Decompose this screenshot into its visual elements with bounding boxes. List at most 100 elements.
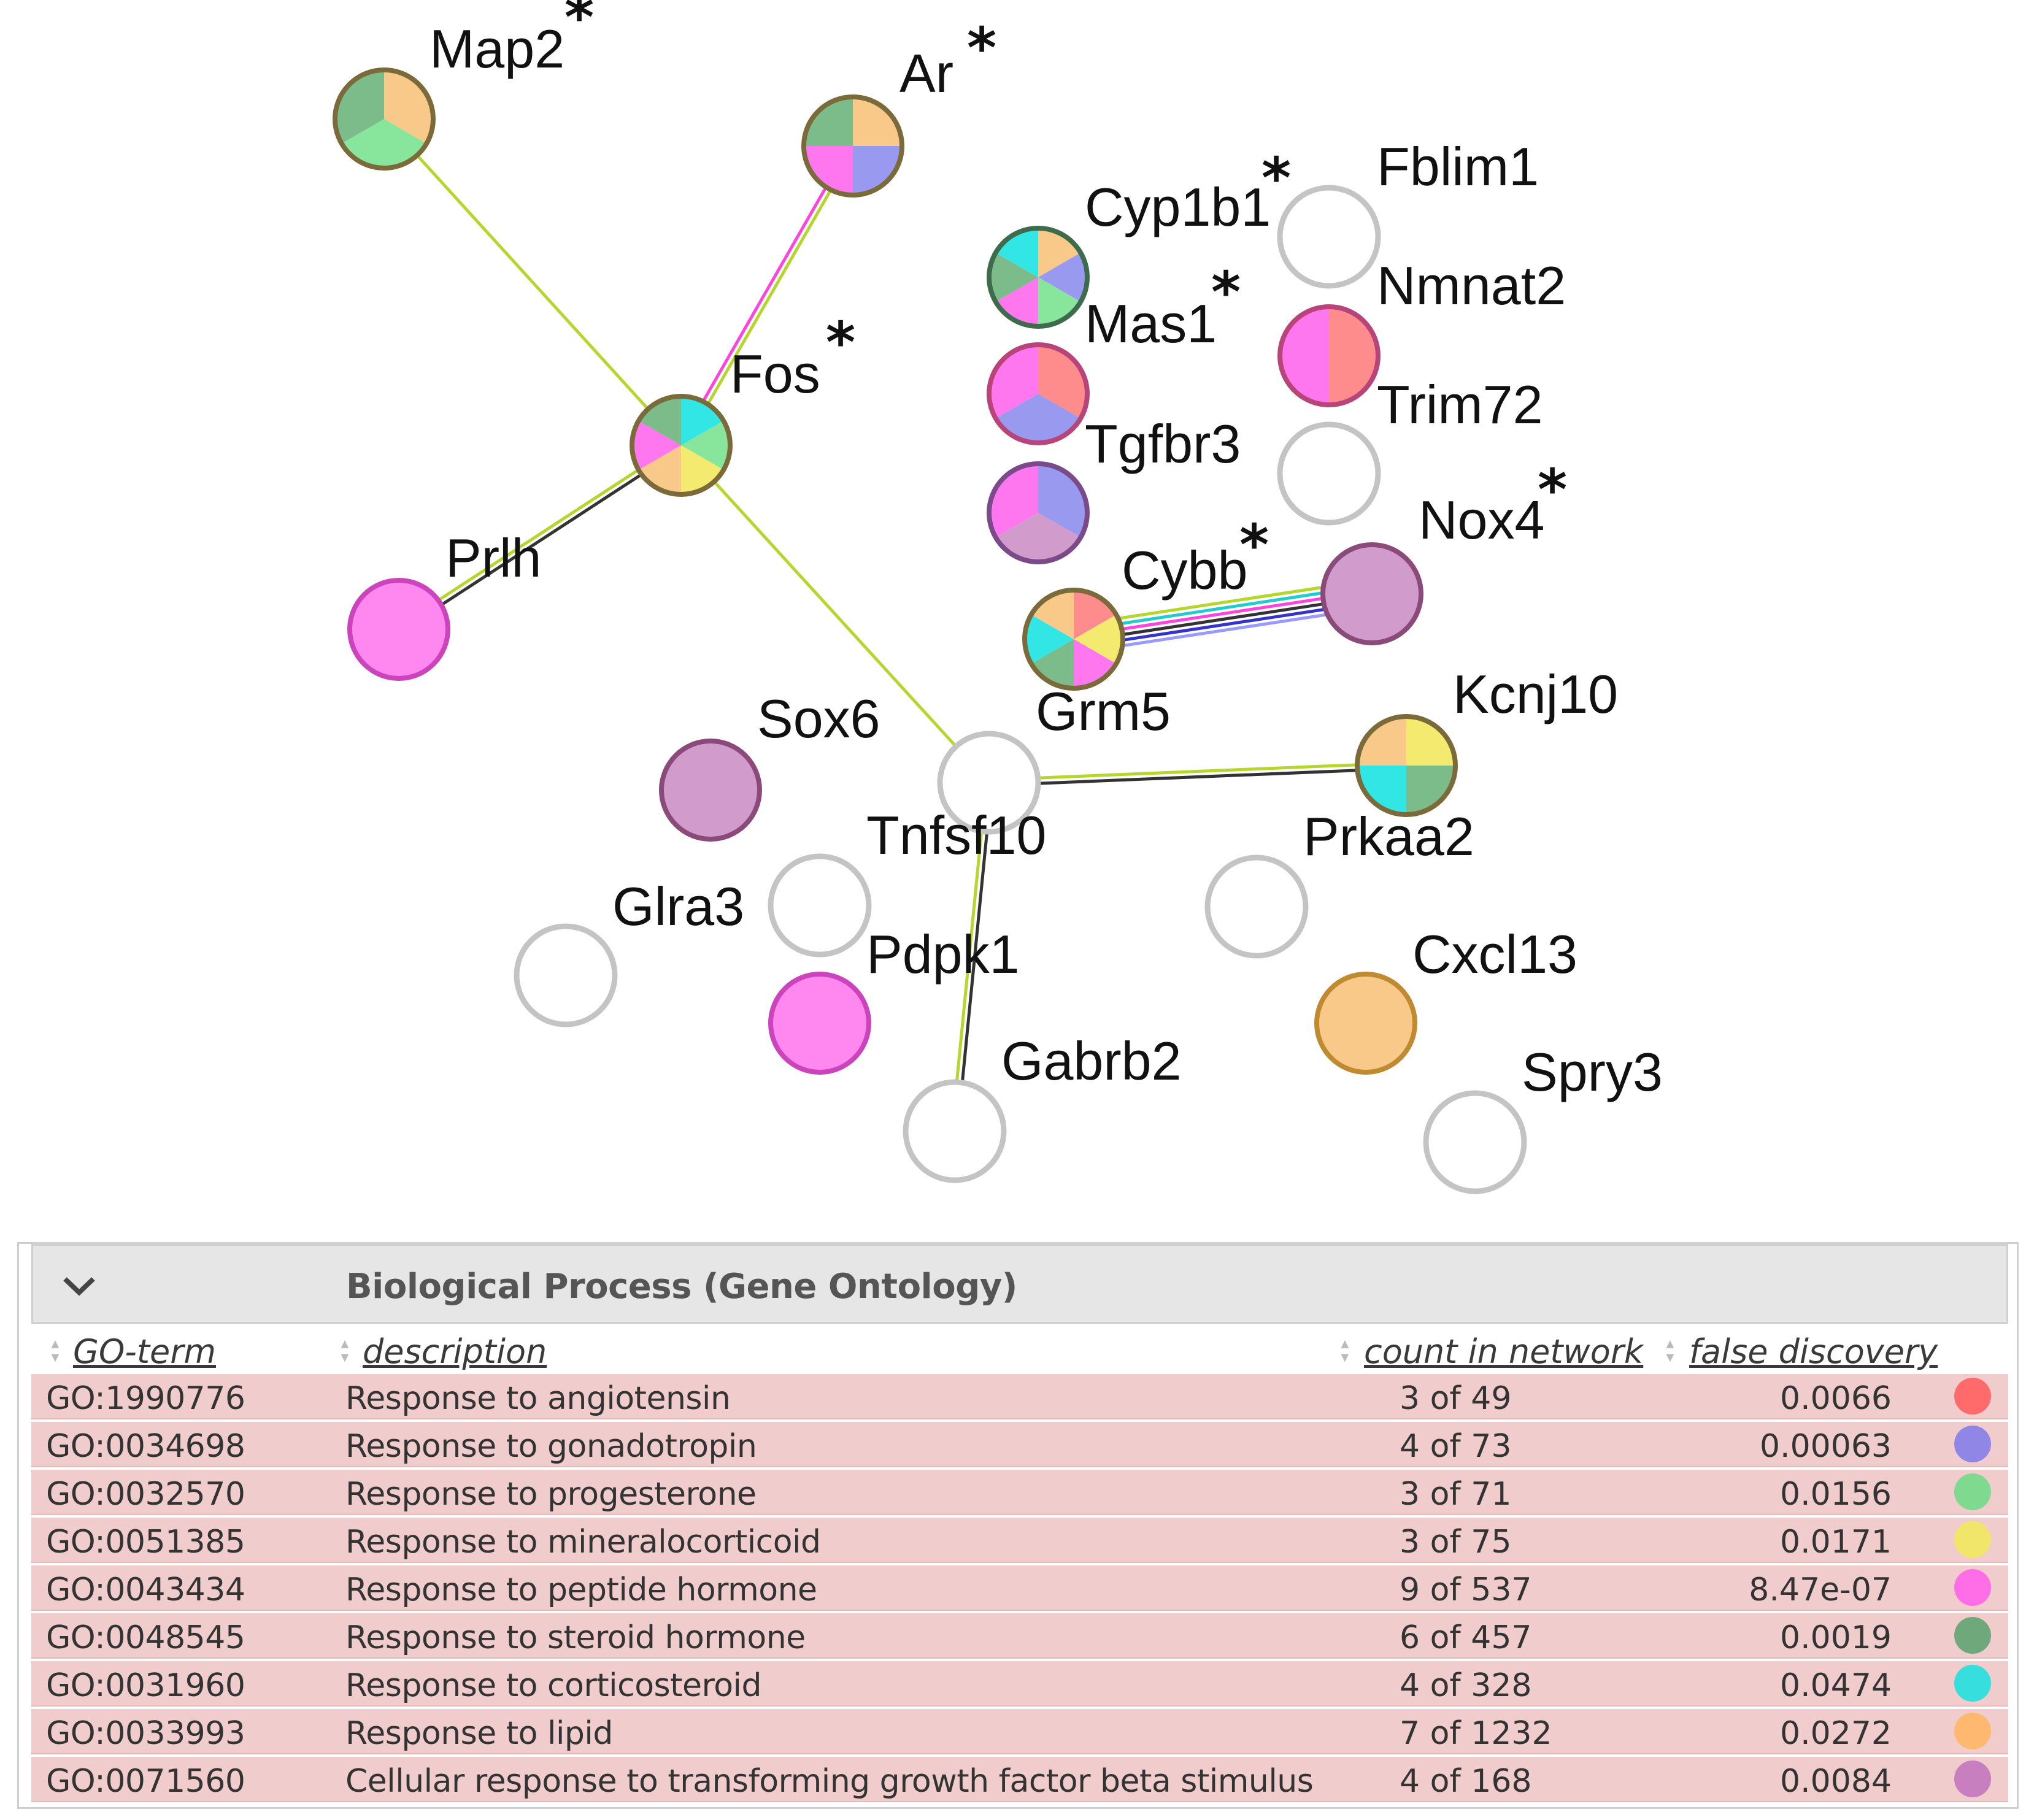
go-term-description: Response to mineralocorticoid <box>345 1524 821 1561</box>
go-term-fdr: 0.00063 <box>1759 1428 1892 1465</box>
node-nmnat2[interactable] <box>1277 304 1381 407</box>
node-trim72[interactable] <box>1277 421 1381 526</box>
table-row[interactable]: GO:1990776 Response to angiotensin 3 of 49… <box>31 1374 2008 1419</box>
go-term-fdr: 0.0156 <box>1780 1476 1892 1513</box>
color-swatch[interactable] <box>1954 1378 1991 1415</box>
edge-cybb-nox4[interactable] <box>1071 578 1370 628</box>
node-cxcl13[interactable] <box>1314 972 1417 1075</box>
go-term-description: Response to angiotensin <box>345 1380 731 1417</box>
go-term-count: 4 of 168 <box>1400 1763 1532 1800</box>
go-term-count: 4 of 73 <box>1400 1428 1512 1465</box>
column-description[interactable]: description <box>363 1332 547 1371</box>
edge-grm5-gabrb2[interactable] <box>950 782 988 1131</box>
edge-map2-fos[interactable] <box>383 118 682 447</box>
node-prkaa2[interactable] <box>1204 854 1309 959</box>
go-term-id[interactable]: GO:0032570 <box>46 1476 245 1513</box>
sort-icon[interactable]: ▲▼ <box>338 1336 352 1365</box>
node-label-prkaa2: Prkaa2 <box>1303 806 1474 867</box>
go-term-id[interactable]: GO:0033993 <box>46 1715 245 1752</box>
go-term-description: Response to corticosteroid <box>345 1667 762 1704</box>
color-swatch[interactable] <box>1954 1713 1991 1749</box>
star-icon: * <box>967 15 996 81</box>
color-swatch[interactable] <box>1954 1521 1991 1558</box>
go-term-description: Response to steroid hormone <box>345 1619 806 1656</box>
table-row[interactable]: GO:0033993 Response to lipid 7 of 1232 0.02… <box>31 1709 2008 1754</box>
node-tgfbr3[interactable] <box>987 461 1090 564</box>
node-nox4[interactable] <box>1320 542 1423 645</box>
sort-icon[interactable]: ▲▼ <box>48 1336 62 1365</box>
table-row[interactable]: GO:0034698 Response to gonadotropin 4 of 7… <box>31 1422 2008 1467</box>
edge-grm5-kcnj10[interactable] <box>989 766 1407 787</box>
node-label-glra3: Glra3 <box>612 876 744 937</box>
go-term-id[interactable]: GO:0031960 <box>46 1667 245 1704</box>
edge-fos-grm5[interactable] <box>680 444 990 784</box>
go-term-fdr: 0.0272 <box>1780 1715 1892 1752</box>
node-label-grm5: Grm5 <box>1036 681 1171 742</box>
color-swatch[interactable] <box>1954 1473 1991 1510</box>
edge-grm5-kcnj10[interactable] <box>988 761 1406 782</box>
node-cyp1b1[interactable] <box>987 226 1090 329</box>
edge-grm5-gabrb2[interactable] <box>955 783 993 1132</box>
node-sox6[interactable] <box>659 739 762 842</box>
node-glra3[interactable] <box>514 923 618 1027</box>
go-term-id[interactable]: GO:0043434 <box>46 1572 245 1608</box>
go-term-description: Response to gonadotropin <box>345 1428 757 1465</box>
column-go-term[interactable]: GO-term <box>73 1332 217 1371</box>
edge-prlh-fos[interactable] <box>399 446 684 633</box>
go-term-id[interactable]: GO:0071560 <box>46 1763 245 1800</box>
sort-icon[interactable]: ▲▼ <box>1338 1336 1352 1365</box>
edge-cybb-nox4[interactable] <box>1076 605 1374 655</box>
node-cybb[interactable] <box>1022 588 1125 691</box>
node-label-prlh: Prlh <box>445 528 542 588</box>
node-kcnj10[interactable] <box>1355 714 1458 817</box>
network-nodes: Map2*Ar*Fos*PrlhCyp1b1*Fblim1Mas1*Nmnat2… <box>333 0 1663 1194</box>
edge-ar-fos[interactable] <box>682 146 857 448</box>
chevron-down-icon[interactable] <box>58 1264 101 1307</box>
node-fblim1[interactable] <box>1277 185 1381 289</box>
node-tnfsf10[interactable] <box>768 853 872 958</box>
edge-ar-fos[interactable] <box>677 144 852 445</box>
node-label-tnfsf10: Tnfsf10 <box>866 805 1046 866</box>
node-pdpk1[interactable] <box>768 972 871 1075</box>
go-term-fdr: 0.0474 <box>1780 1667 1892 1704</box>
node-fos[interactable] <box>630 394 733 497</box>
node-grm5[interactable] <box>937 731 1041 835</box>
color-swatch[interactable] <box>1954 1665 1991 1702</box>
node-gabrb2[interactable] <box>903 1079 1007 1183</box>
node-label-map2: Map2 <box>429 18 564 79</box>
go-term-id[interactable]: GO:0034698 <box>46 1428 245 1465</box>
node-prlh[interactable] <box>347 578 450 681</box>
go-term-count: 3 of 49 <box>1400 1380 1512 1417</box>
node-mas1[interactable] <box>987 342 1090 445</box>
edge-prlh-fos[interactable] <box>396 442 680 629</box>
go-term-fdr: 0.0171 <box>1780 1524 1892 1561</box>
go-term-id[interactable]: GO:0051385 <box>46 1524 245 1561</box>
go-term-fdr: 0.0066 <box>1780 1380 1892 1417</box>
go-term-count: 7 of 1232 <box>1400 1715 1552 1752</box>
node-ar[interactable] <box>801 94 904 198</box>
go-term-id[interactable]: GO:0048545 <box>46 1619 245 1656</box>
go-term-fdr: 0.0084 <box>1780 1763 1892 1800</box>
node-map2[interactable] <box>333 67 436 171</box>
color-swatch[interactable] <box>1954 1426 1991 1462</box>
go-table-header: ▲▼ GO-term ▲▼ description ▲▼ count in ne… <box>31 1324 2008 1410</box>
column-count-in-network[interactable]: count in network <box>1364 1332 1644 1371</box>
color-swatch[interactable] <box>1954 1760 1991 1797</box>
go-term-id[interactable]: GO:1990776 <box>46 1380 245 1417</box>
star-icon: * <box>1538 457 1567 523</box>
go-panel-header[interactable]: Biological Process (Gene Ontology) <box>31 1244 2008 1324</box>
node-spry3[interactable] <box>1423 1090 1527 1194</box>
node-label-tgfbr3: Tgfbr3 <box>1085 413 1241 474</box>
color-swatch[interactable] <box>1954 1569 1991 1606</box>
go-term-description: Response to lipid <box>345 1715 613 1752</box>
go-term-fdr: 0.0019 <box>1780 1619 1892 1656</box>
sort-icon[interactable]: ▲▼ <box>1663 1336 1677 1365</box>
color-swatch[interactable] <box>1954 1617 1991 1654</box>
go-enrichment-panel: Biological Process (Gene Ontology) ▲▼ GO… <box>17 1242 2019 1809</box>
